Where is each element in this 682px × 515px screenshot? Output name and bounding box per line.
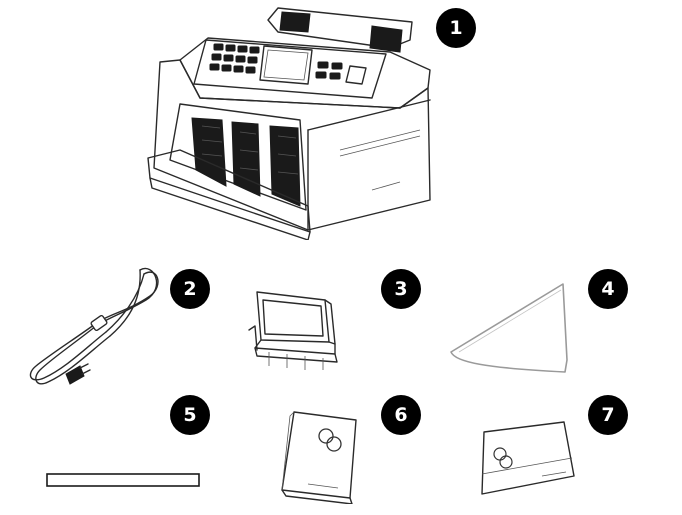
user-manual-booklet-icon	[272, 404, 372, 504]
badge-3: 3	[381, 269, 421, 309]
external-display-icon	[245, 286, 345, 374]
banknote-counter-machine-icon	[140, 0, 440, 240]
warranty-card-icon	[470, 418, 582, 502]
badge-6: 6	[381, 395, 421, 435]
cleaning-brush-strip-icon	[46, 472, 200, 488]
badge-5: 5	[170, 395, 210, 435]
power-cord-icon	[18, 258, 166, 390]
badge-2: 2	[170, 269, 210, 309]
badge-7: 7	[588, 395, 628, 435]
cleaning-cloth-icon	[445, 280, 575, 376]
badge-4: 4	[588, 269, 628, 309]
badge-1: 1	[436, 8, 476, 48]
